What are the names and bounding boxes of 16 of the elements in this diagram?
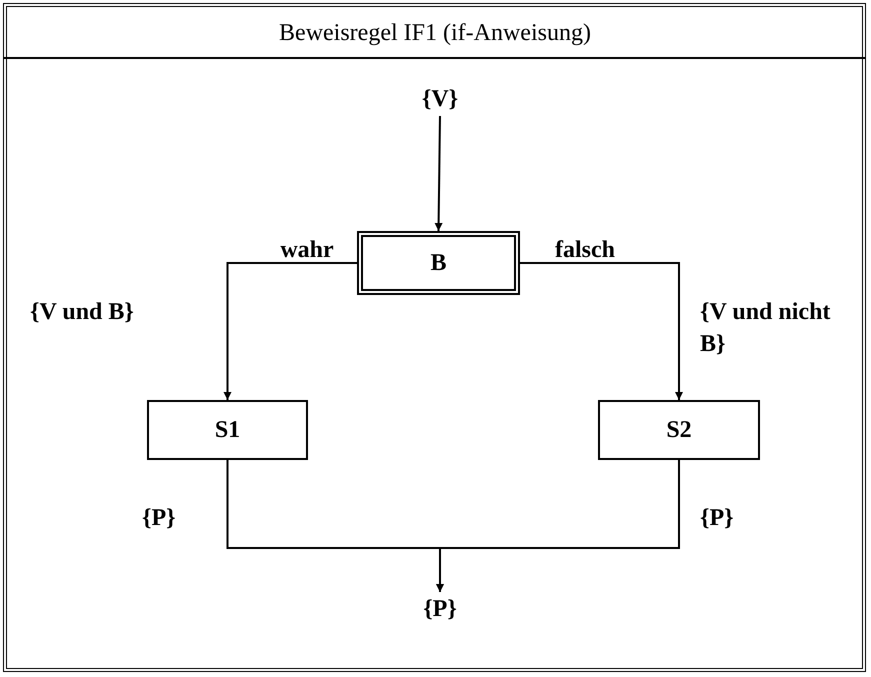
arrow xyxy=(520,262,683,400)
assertion-label: {V und B} xyxy=(30,298,135,327)
assertion-label: {P} xyxy=(700,504,735,533)
edge-label: wahr xyxy=(279,236,335,265)
assertion-text: {P} xyxy=(410,592,470,626)
edge-label: falsch xyxy=(554,236,616,265)
assertion-label: {V und nicht B} xyxy=(700,298,832,359)
arrow xyxy=(434,116,443,232)
assertion-text: {V} xyxy=(412,82,468,116)
condition-box: B xyxy=(357,231,520,295)
statement-box: S2 xyxy=(598,400,760,460)
statement-box: S1 xyxy=(147,400,308,460)
arrow xyxy=(436,460,680,592)
title: Beweisregel IF1 (if-Anweisung) xyxy=(278,19,592,48)
arrow xyxy=(224,262,357,400)
assertion-label: {P} xyxy=(142,504,177,533)
